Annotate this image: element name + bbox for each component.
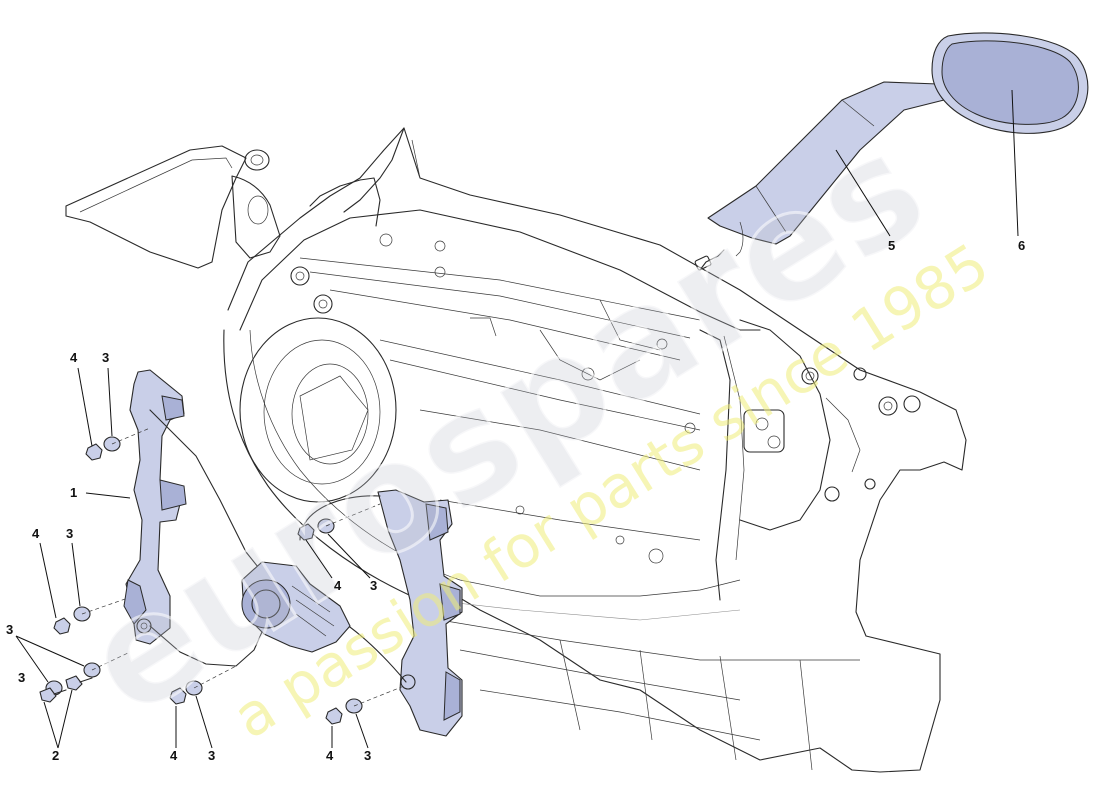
callout-5: 5	[888, 238, 895, 253]
callout-3: 3	[208, 748, 215, 763]
watermark-brand: eurospares	[57, 100, 954, 750]
mirror-assembly	[694, 32, 1089, 271]
callout-4: 4	[70, 350, 78, 365]
door-assembly	[65, 127, 967, 773]
callout-6: 6	[1018, 238, 1025, 253]
fasteners	[39, 427, 405, 725]
callout-1: 1	[70, 485, 77, 500]
callout-4: 4	[32, 526, 40, 541]
callout-3: 3	[102, 350, 109, 365]
callout-3: 3	[364, 748, 371, 763]
leader-lines	[15, 89, 1019, 749]
window-motor	[241, 561, 351, 653]
callout-3: 3	[370, 578, 377, 593]
callout-2: 2	[52, 748, 59, 763]
window-regulator-left	[123, 369, 263, 667]
window-regulator-right	[299, 489, 463, 737]
watermark: eurospares a passion for parts since 198…	[55, 99, 1000, 752]
callout-3: 3	[18, 670, 25, 685]
callout-labels: 1 2 3 3 3 3 3 3 3 4 4 4 4 4 5 6	[6, 238, 1025, 763]
callout-3: 3	[6, 622, 13, 637]
callout-4: 4	[326, 748, 334, 763]
callout-3: 3	[66, 526, 73, 541]
callout-4: 4	[334, 578, 342, 593]
callout-4: 4	[170, 748, 178, 763]
